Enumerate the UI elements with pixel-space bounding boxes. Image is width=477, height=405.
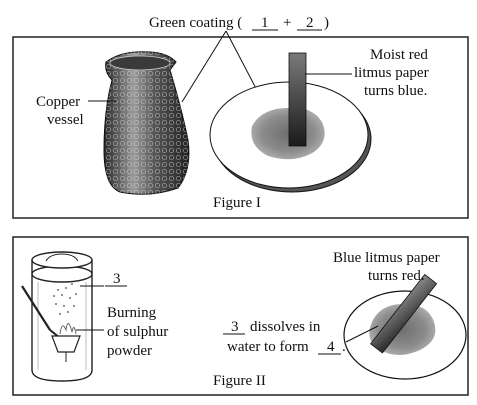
form-text: water to form [227,339,309,355]
blue-litmus-line-2: turns red. [368,268,425,284]
litmus-line-1: Moist red [370,47,428,63]
blank-1: 1 [261,15,269,31]
vessel-label: vessel [47,112,84,128]
copper-vessel-icon [103,51,190,195]
gas-jar-icon [21,251,93,382]
figure-2-caption: Figure II [213,373,266,389]
figure-1-frame [12,36,469,219]
leader-to-vessel [181,30,227,103]
figure-2-frame [12,236,469,396]
plus-sign: + [283,15,291,31]
figure-1-caption: Figure I [213,195,261,211]
blue-litmus-line-1: Blue litmus paper [333,250,440,266]
figure-1: Green coating ( 1 + 2 ) Copper vessel Mo… [12,15,469,219]
litmus-line-3: turns blue. [364,83,427,99]
burning-label: Burning [107,305,157,321]
red-litmus-strip [288,52,307,147]
dissolves-text: dissolves in [250,319,321,335]
figure-2: 3 Burning of sulphur powder Blue litmus … [12,236,469,396]
blue-litmus-strip [370,273,438,354]
leader-dissolve [345,325,379,343]
green-coating-label: Green coating ( [149,15,242,31]
green-coating-close: ) [324,15,329,31]
powder-label: powder [107,343,152,359]
gas-blank-3: 3 [113,271,121,287]
dissolve-blank-3: 3 [231,319,239,335]
form-period: . [342,339,346,355]
form-blank-4: 4 [327,339,335,355]
litmus-line-2: litmus paper [354,65,429,81]
blank-2: 2 [306,15,314,31]
copper-label: Copper [36,94,80,110]
sulphur-label: of sulphur [107,324,168,340]
green-stain [251,107,325,160]
